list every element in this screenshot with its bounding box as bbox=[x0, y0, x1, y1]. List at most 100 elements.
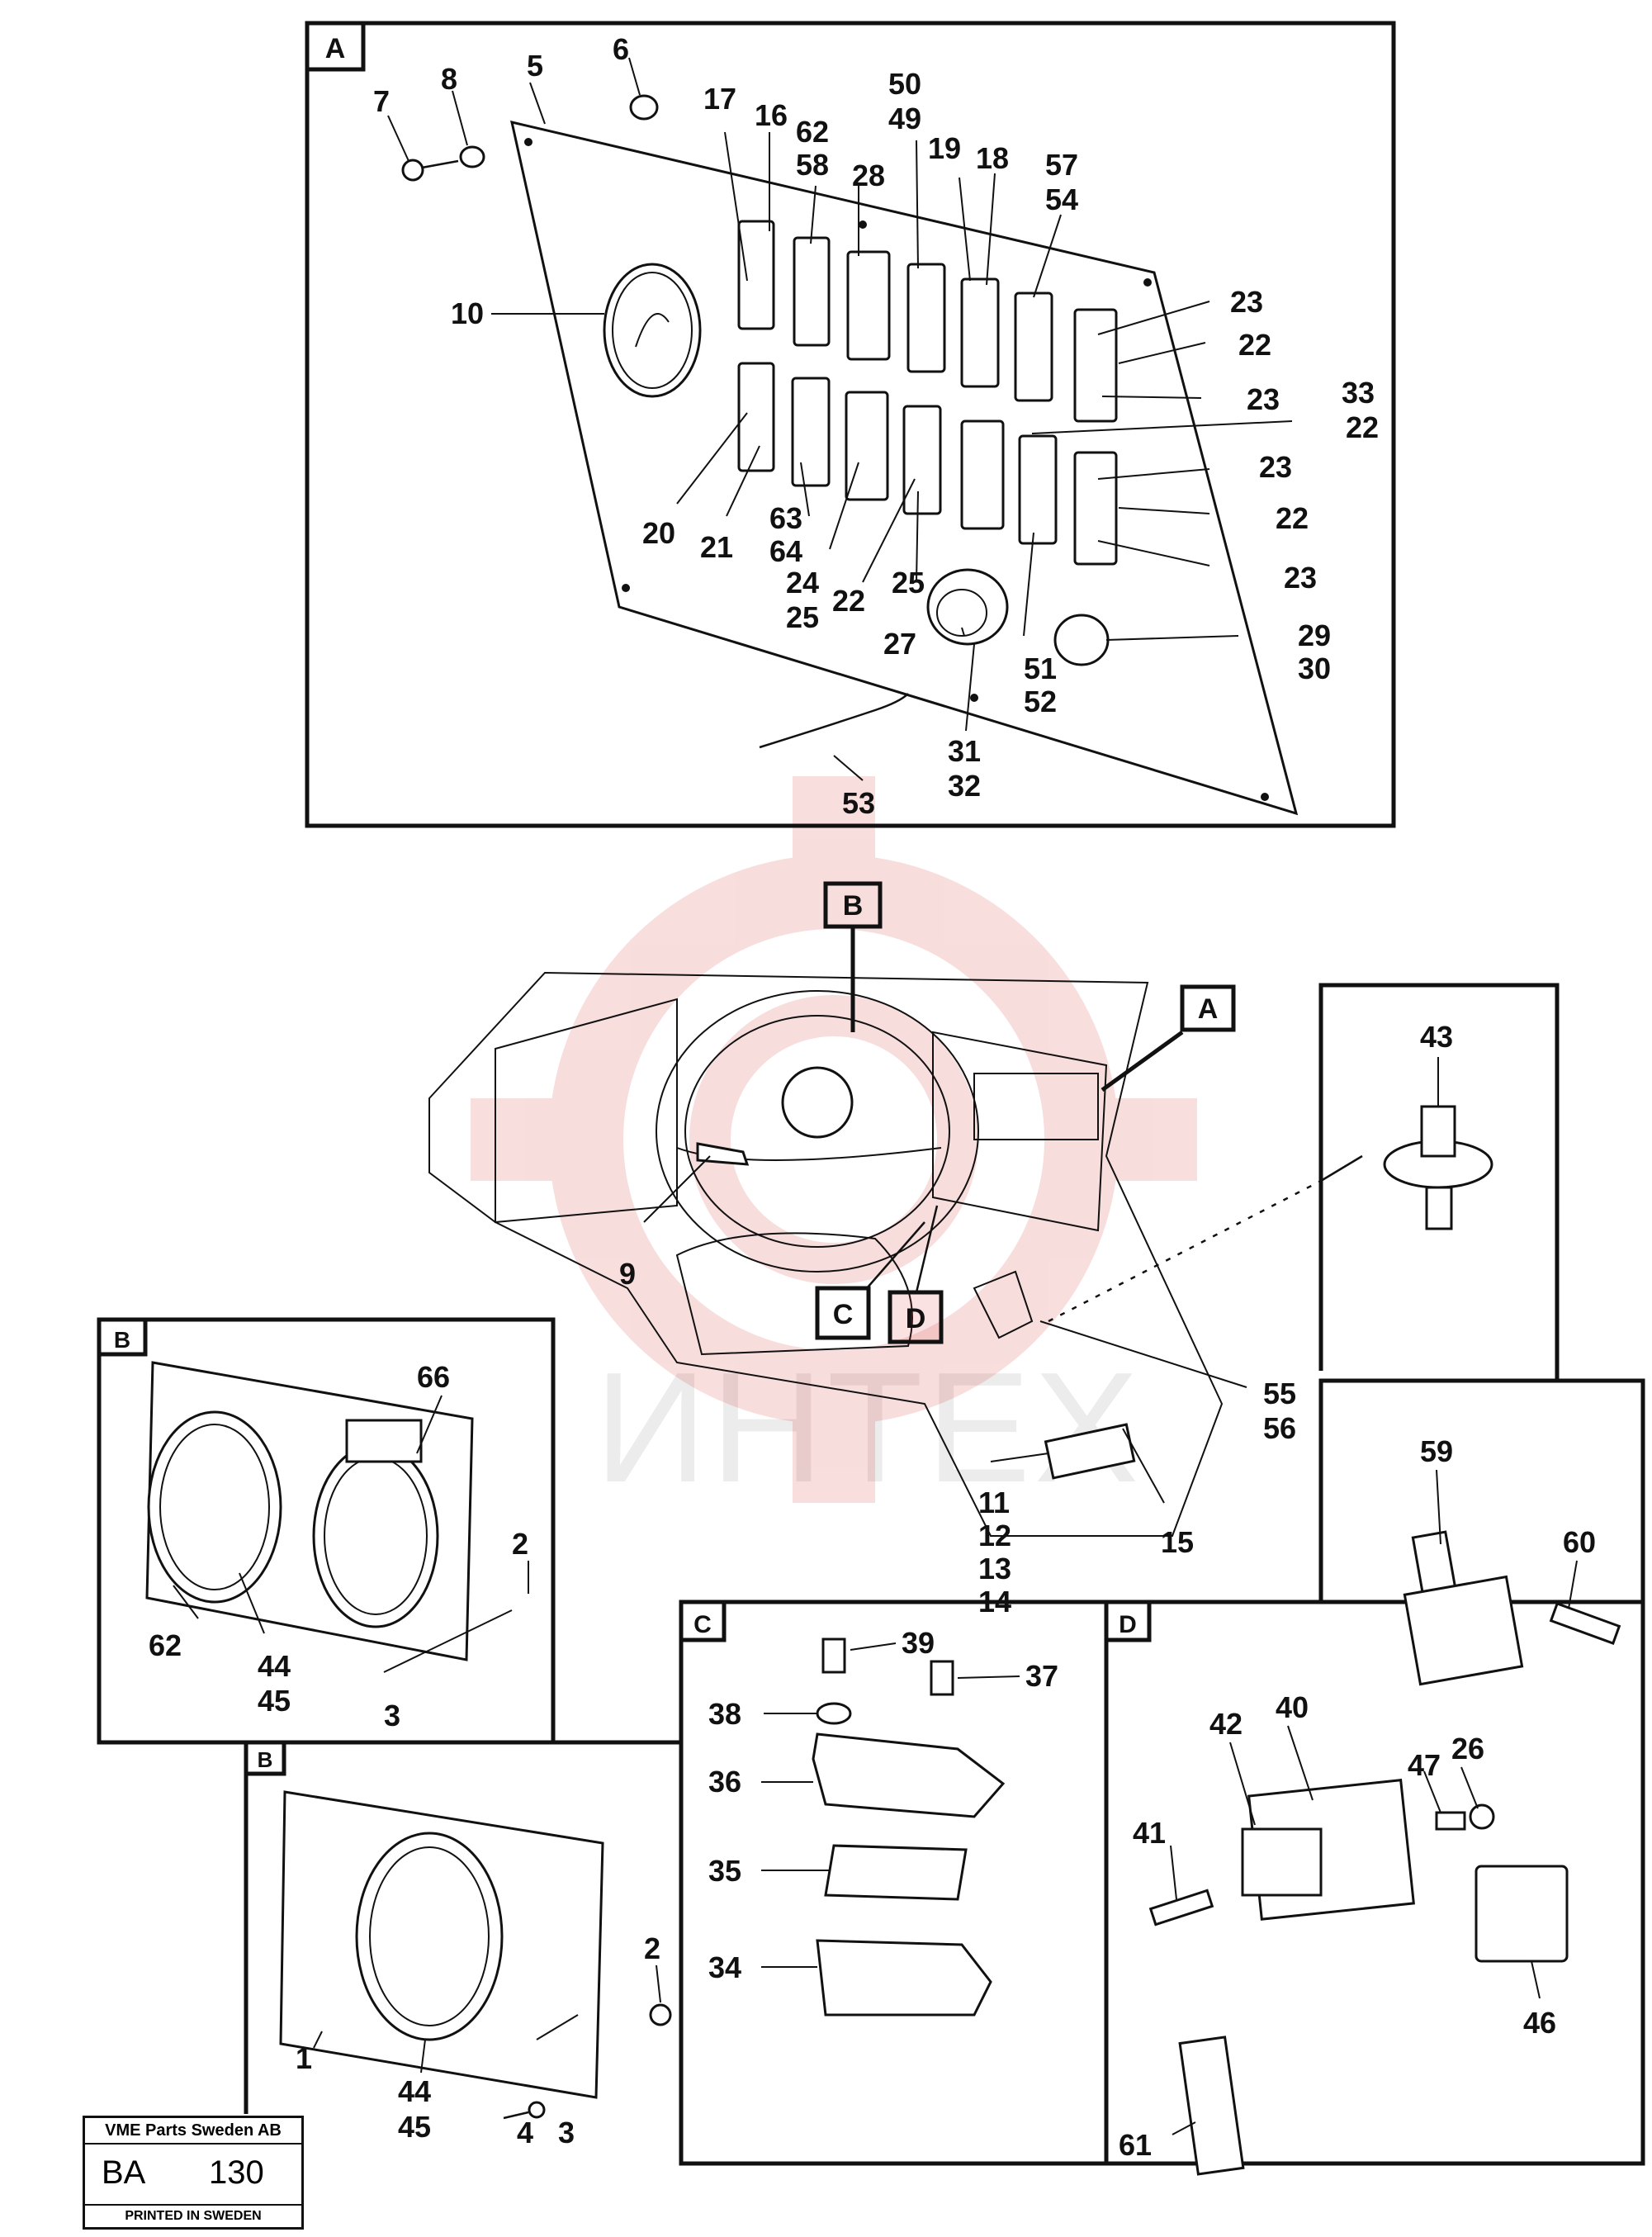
pedal bbox=[973, 1270, 1034, 1339]
connector-61 bbox=[1178, 2036, 1245, 2176]
washer-3 bbox=[528, 2101, 546, 2119]
svg-text:B: B bbox=[843, 890, 864, 922]
callout-22a: 22 bbox=[1238, 328, 1271, 362]
callout-62: 58 bbox=[796, 148, 829, 182]
callout-45-b1: 45 bbox=[258, 1684, 291, 1718]
callout-15: 15 bbox=[1161, 1525, 1194, 1559]
callout-17: 17 bbox=[703, 82, 736, 116]
panel-screw-hole bbox=[1261, 793, 1269, 801]
callout-26: 26 bbox=[1451, 1732, 1484, 1765]
switch-row-lower bbox=[737, 362, 1118, 566]
svg-text:D: D bbox=[1119, 1611, 1137, 1638]
stamp-code: BA bbox=[102, 2154, 146, 2191]
gauge-44-b1 bbox=[147, 1410, 282, 1604]
callout-63: 62 bbox=[796, 115, 829, 149]
callout-65: 64 bbox=[769, 534, 802, 568]
svg-text:A: A bbox=[1198, 993, 1219, 1025]
callout-30: 29 bbox=[1298, 618, 1331, 652]
callout-38: 38 bbox=[708, 1697, 741, 1731]
main-leaders bbox=[643, 1155, 1247, 1504]
callout-66: 66 bbox=[417, 1360, 450, 1394]
callout-4-b2: 4 bbox=[517, 2116, 533, 2149]
callout-22b: 22 bbox=[1346, 410, 1379, 444]
svg-text:C: C bbox=[833, 1299, 854, 1330]
callout-24: 23 bbox=[1247, 382, 1280, 416]
view-a-callouts: 5 6 7 8 10 16 17 18 19 20 21 22 22 22 22… bbox=[373, 32, 1379, 820]
rotary-knob bbox=[1053, 614, 1110, 666]
nut-2 bbox=[649, 2003, 672, 2026]
callout-56: 56 bbox=[1263, 1411, 1296, 1445]
callout-35: 35 bbox=[708, 1854, 741, 1888]
switch-row-upper bbox=[737, 220, 1118, 423]
callout-6: 6 bbox=[613, 32, 629, 66]
callout-9: 9 bbox=[619, 1257, 636, 1291]
callout-18: 18 bbox=[976, 141, 1009, 175]
callout-16: 16 bbox=[755, 98, 788, 132]
callout-23b: 23 bbox=[1259, 450, 1292, 484]
plate-36 bbox=[812, 1732, 1006, 1818]
screw-39 bbox=[821, 1637, 846, 1674]
tachograph-66 bbox=[345, 1419, 423, 1463]
callout-8: 8 bbox=[441, 62, 457, 96]
view-a-tag: A bbox=[325, 33, 346, 64]
callout-11: 11 bbox=[978, 1486, 1010, 1519]
svg-text:D: D bbox=[906, 1303, 926, 1334]
callout-2-b2: 2 bbox=[644, 1931, 660, 1965]
view-d-pointer-tag bbox=[888, 1290, 944, 1344]
callout-10: 10 bbox=[451, 296, 484, 330]
callout-39: 39 bbox=[902, 1626, 935, 1660]
callout-62-b1: 62 bbox=[149, 1628, 182, 1662]
ignition-key-switch bbox=[926, 568, 1009, 646]
callout-3-b2: 3 bbox=[558, 2116, 575, 2149]
callout-57: 54 bbox=[1045, 182, 1078, 216]
cable-54 bbox=[759, 693, 909, 749]
detail-b1-tag-box bbox=[97, 1317, 148, 1357]
stalk-lever bbox=[696, 1142, 750, 1166]
panel-screw-hole bbox=[524, 138, 533, 146]
watermark-gear-logo bbox=[471, 776, 1197, 1503]
callout-29: 28 bbox=[852, 159, 885, 192]
panel-screw-hole bbox=[1143, 278, 1152, 287]
detail-c-tag-box bbox=[679, 1600, 727, 1642]
callout-44-b1: 44 bbox=[258, 1649, 291, 1683]
washer-8 bbox=[459, 145, 485, 168]
detail-b2-tag-box bbox=[244, 1740, 286, 1776]
callout-25a: 24 bbox=[786, 566, 819, 600]
pressure-switch-43 bbox=[1383, 1105, 1493, 1230]
svg-text:B: B bbox=[114, 1327, 130, 1353]
view-a-leaders bbox=[387, 57, 1293, 781]
callout-41: 41 bbox=[1133, 1816, 1166, 1850]
panel-screw-hole bbox=[622, 584, 630, 592]
screw-37 bbox=[930, 1660, 954, 1696]
callout-49: 33 bbox=[1342, 376, 1375, 410]
callout-61: 61 bbox=[1119, 2128, 1152, 2162]
panel-screw-hole bbox=[859, 220, 867, 229]
callout-21: 21 bbox=[700, 530, 733, 564]
svg-text:B: B bbox=[258, 1747, 273, 1772]
relay-59 bbox=[1403, 1530, 1524, 1686]
panel-screw-hole bbox=[970, 694, 978, 702]
stamp-number: 130 bbox=[209, 2154, 264, 2191]
callout-54: 53 bbox=[842, 786, 875, 820]
callout-22c: 22 bbox=[1276, 501, 1309, 535]
callout-60: 60 bbox=[1563, 1525, 1596, 1559]
relay-46 bbox=[1474, 1865, 1569, 1963]
washer-38 bbox=[816, 1702, 852, 1725]
detail-d-frame bbox=[1104, 1600, 1645, 2166]
callout-25b: 25 bbox=[892, 566, 925, 600]
callout-13: 13 bbox=[978, 1552, 1011, 1585]
callout-58: 57 bbox=[1045, 148, 1078, 182]
callout-19: 19 bbox=[928, 131, 961, 165]
dashboard-view bbox=[428, 971, 1224, 1537]
relay-42 bbox=[1241, 1827, 1323, 1897]
callout-64: 63 bbox=[769, 501, 802, 535]
detail-d-tag-box bbox=[1104, 1600, 1152, 1642]
gauge-44-b2 bbox=[355, 1832, 504, 2041]
title-stamp: VME Parts Sweden AB BA 130 PRINTED IN SW… bbox=[83, 2116, 304, 2230]
callout-32: 31 bbox=[948, 734, 981, 768]
callout-3-b1: 3 bbox=[384, 1699, 400, 1732]
screw-60 bbox=[1549, 1602, 1621, 1645]
callout-1: 1 bbox=[296, 2041, 312, 2075]
callout-45-b2: 45 bbox=[398, 2110, 431, 2144]
